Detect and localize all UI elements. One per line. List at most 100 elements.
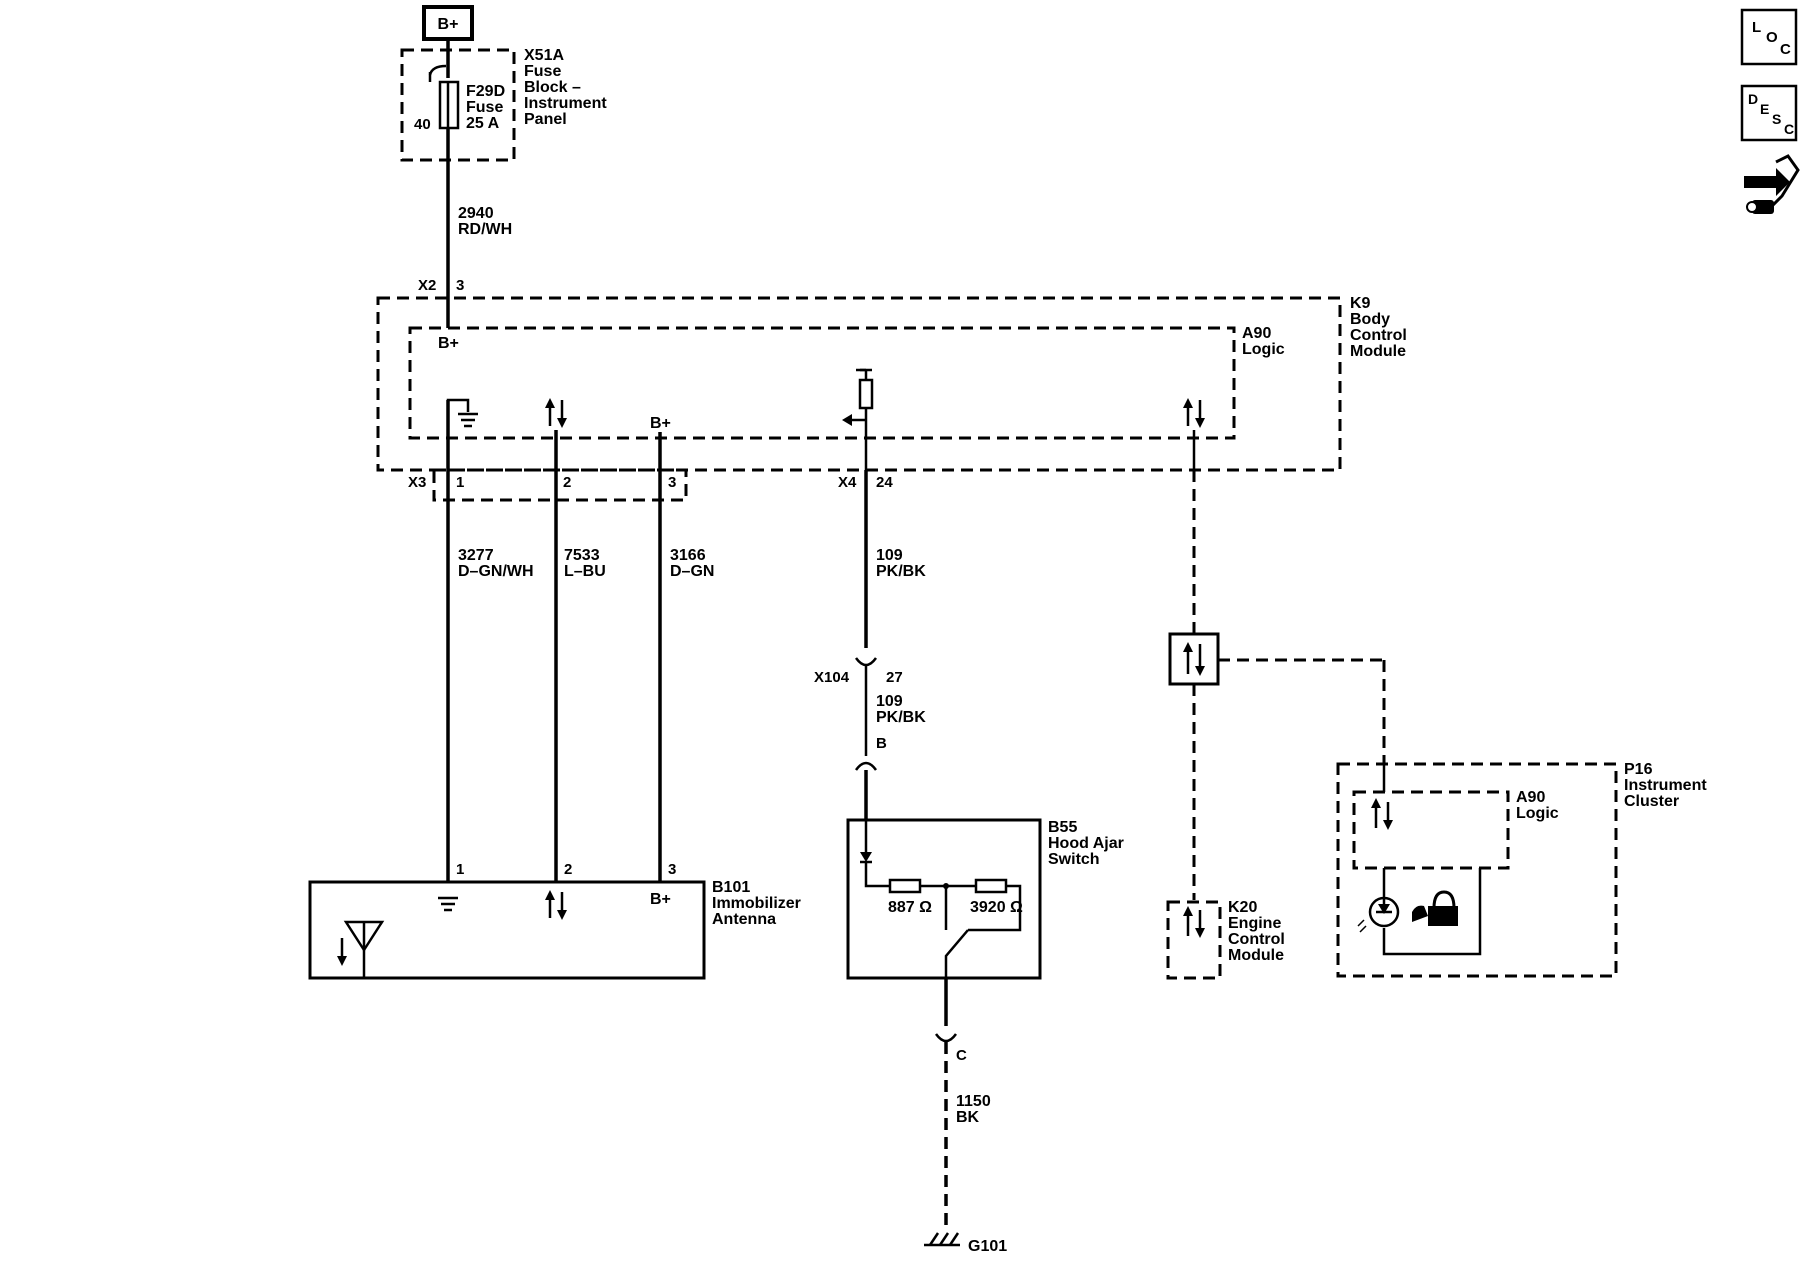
immobilizer-antenna: 1 2 3 B+ B101 Immobilizer Antenna xyxy=(308,861,801,980)
wire-2940-circuit: 2940 xyxy=(458,205,494,222)
fuse-rating: 25 A xyxy=(466,115,500,132)
bcm-pin-x3-1: 1 xyxy=(456,474,464,491)
output-resistor xyxy=(842,368,874,470)
battery-source: B+ xyxy=(422,5,474,41)
antenna-icon xyxy=(337,920,385,978)
antenna-id: B101 xyxy=(712,879,750,896)
bcm-bplus-out: B+ xyxy=(650,415,671,432)
chassis-ground-icon: G101 xyxy=(924,1232,1007,1255)
resistor-3920 xyxy=(974,878,1008,894)
instrument-cluster: A90 Logic P16 Instrument Cluster xyxy=(1336,761,1707,978)
hood-ajar-switch: 887 Ω 3920 Ω B55 Hood Ajar Switch xyxy=(846,818,1124,980)
bidirectional-arrow-icon xyxy=(545,398,567,428)
repair-icon[interactable] xyxy=(1744,154,1800,214)
loc-letter-c: C xyxy=(1780,41,1791,58)
resistor-887 xyxy=(888,878,922,894)
wire-3166: 3166 D–GN xyxy=(658,432,714,882)
antenna-bplus: B+ xyxy=(650,891,671,908)
ground-id: G101 xyxy=(968,1238,1007,1255)
serial-data-bus xyxy=(1168,470,1386,900)
inline-b-pin: B xyxy=(876,735,887,752)
ground-icon xyxy=(446,398,478,470)
antenna-pin-3: 3 xyxy=(668,861,676,878)
bcm-conn-x4: X4 xyxy=(838,474,857,491)
desc-letter-d: D xyxy=(1748,91,1758,107)
wire-1150-color: BK xyxy=(956,1109,980,1126)
bcm-pin-x4-24: 24 xyxy=(876,474,893,491)
wire-109b-color: PK/BK xyxy=(876,709,926,726)
antenna-pin-1: 1 xyxy=(456,861,464,878)
bplus-label: B+ xyxy=(438,16,459,33)
resistor-887-label: 887 Ω xyxy=(888,899,932,916)
wire-1150-circuit: 1150 xyxy=(956,1093,991,1110)
ecm-name-1: Engine xyxy=(1228,915,1281,932)
inline-c-pin: C xyxy=(956,1047,967,1064)
resistor-3920-label: 3920 Ω xyxy=(970,899,1023,916)
loc-button[interactable]: L O C xyxy=(1740,8,1798,66)
ipc-name-2: Cluster xyxy=(1624,793,1679,810)
bidirectional-arrow-icon xyxy=(545,890,567,920)
wire-3277: 3277 D–GN/WH xyxy=(446,400,534,882)
desc-letter-e: E xyxy=(1760,101,1769,117)
inline-x104: X104 xyxy=(814,669,850,686)
antenna-name-2: Antenna xyxy=(712,911,776,928)
ecm-name-2: Control xyxy=(1228,931,1285,948)
hood-switch-name-1: Hood Ajar xyxy=(1048,835,1124,852)
bcm-bplus-in: B+ xyxy=(438,335,459,352)
bcm-name-2: Control xyxy=(1350,327,1407,344)
bcm-conn-x3: X3 xyxy=(408,474,426,491)
wire-7533-color: L–BU xyxy=(564,563,606,580)
wire-3166-circuit: 3166 xyxy=(670,547,706,564)
fuse-block-name-4: Panel xyxy=(524,111,567,128)
bcm-pin-x3-3: 3 xyxy=(668,474,676,491)
ipc-name-1: Instrument xyxy=(1624,777,1707,794)
loc-letter-o: O xyxy=(1766,29,1778,46)
fuse-block-name-3: Instrument xyxy=(524,95,607,112)
security-lock-icon xyxy=(1412,890,1458,926)
antenna-name-1: Immobilizer xyxy=(712,895,801,912)
body-control-module: X2 3 B+ K9 Body Control Module A90 Logic… xyxy=(376,277,1407,502)
bcm-conn-x2: X2 xyxy=(418,277,436,294)
inline-x104-pin: 27 xyxy=(886,669,903,686)
wire-109-circuit: 109 xyxy=(876,547,903,564)
bcm-pin-x2-3: 3 xyxy=(456,277,464,294)
fuse-block: 40 F29D Fuse 25 A X51A Fuse Block – Inst… xyxy=(400,39,607,162)
wire-109: 109 PK/BK X104 27 109 PK/BK B xyxy=(814,470,926,820)
bcm-name-3: Module xyxy=(1350,343,1406,360)
serial-data-arrow-icon xyxy=(1183,398,1205,470)
hood-switch-id: B55 xyxy=(1048,819,1077,836)
ecm-name-3: Module xyxy=(1228,947,1284,964)
bcm-name-1: Body xyxy=(1350,311,1390,328)
ground-icon xyxy=(438,896,458,912)
wire-2940: 2940 RD/WH xyxy=(446,128,512,328)
bcm-id: K9 xyxy=(1350,295,1371,312)
fuse-id: F29D xyxy=(466,83,505,100)
ipc-id: P16 xyxy=(1624,761,1653,778)
bcm-pin-x3-2: 2 xyxy=(563,474,571,491)
ipc-logic-id: A90 xyxy=(1516,789,1545,806)
loc-letter-l: L xyxy=(1752,19,1761,36)
fuse-block-id: X51A xyxy=(524,47,564,64)
wire-109b-circuit: 109 xyxy=(876,693,903,710)
desc-letter-c: C xyxy=(1784,121,1794,137)
ecm-id: K20 xyxy=(1228,899,1257,916)
wire-7533: 7533 L–BU xyxy=(554,430,606,882)
fuse-block-name-2: Block – xyxy=(524,79,581,96)
wire-7533-circuit: 7533 xyxy=(564,547,600,564)
hood-switch-name-2: Switch xyxy=(1048,851,1100,868)
desc-button[interactable]: D E S C xyxy=(1740,84,1798,142)
indicator-lamp-icon xyxy=(1368,896,1400,928)
wire-3166-color: D–GN xyxy=(670,563,714,580)
antenna-pin-2: 2 xyxy=(564,861,572,878)
wire-3277-circuit: 3277 xyxy=(458,547,494,564)
wire-2940-color: RD/WH xyxy=(458,221,512,238)
wire-3277-color: D–GN/WH xyxy=(458,563,534,580)
fuse-pin: 40 xyxy=(414,116,431,133)
bcm-logic-id: A90 xyxy=(1242,325,1271,342)
fuse-label: Fuse xyxy=(466,99,503,116)
engine-control-module: K20 Engine Control Module xyxy=(1166,899,1285,980)
wire-1150: C 1150 BK xyxy=(934,978,991,1230)
ipc-logic-label: Logic xyxy=(1516,805,1559,822)
wire-109-color: PK/BK xyxy=(876,563,926,580)
